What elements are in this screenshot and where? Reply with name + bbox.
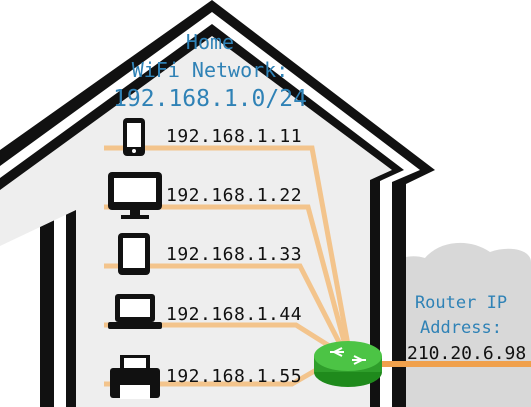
device-ip-printer: 192.168.1.55 (166, 366, 303, 387)
device-ip-smartphone: 192.168.1.11 (166, 126, 303, 147)
router-label-line2: Address: (420, 318, 502, 338)
device-ip-monitor: 192.168.1.22 (166, 185, 303, 206)
monitor-icon (108, 172, 162, 219)
printer-icon (110, 355, 160, 399)
router-public-ip: 210.20.6.98 (407, 343, 527, 364)
cable-3 (104, 263, 345, 350)
network-title-line2: WiFi Network: (131, 58, 289, 82)
house-outline (0, 0, 435, 407)
cable-2 (104, 204, 348, 346)
device-ip-tablet: 192.168.1.33 (166, 244, 303, 265)
device-ip-laptop: 192.168.1.44 (166, 304, 303, 325)
tablet-icon (118, 233, 150, 275)
network-title-line1: Home (185, 30, 235, 54)
router-icon (314, 341, 382, 387)
cable-1 (104, 145, 351, 346)
smartphone-icon (123, 118, 145, 156)
router-label-line1: Router IP (414, 293, 508, 313)
cable-4 (104, 322, 341, 355)
network-subnet: 192.168.1.0/24 (113, 86, 307, 112)
laptop-icon (108, 294, 162, 329)
